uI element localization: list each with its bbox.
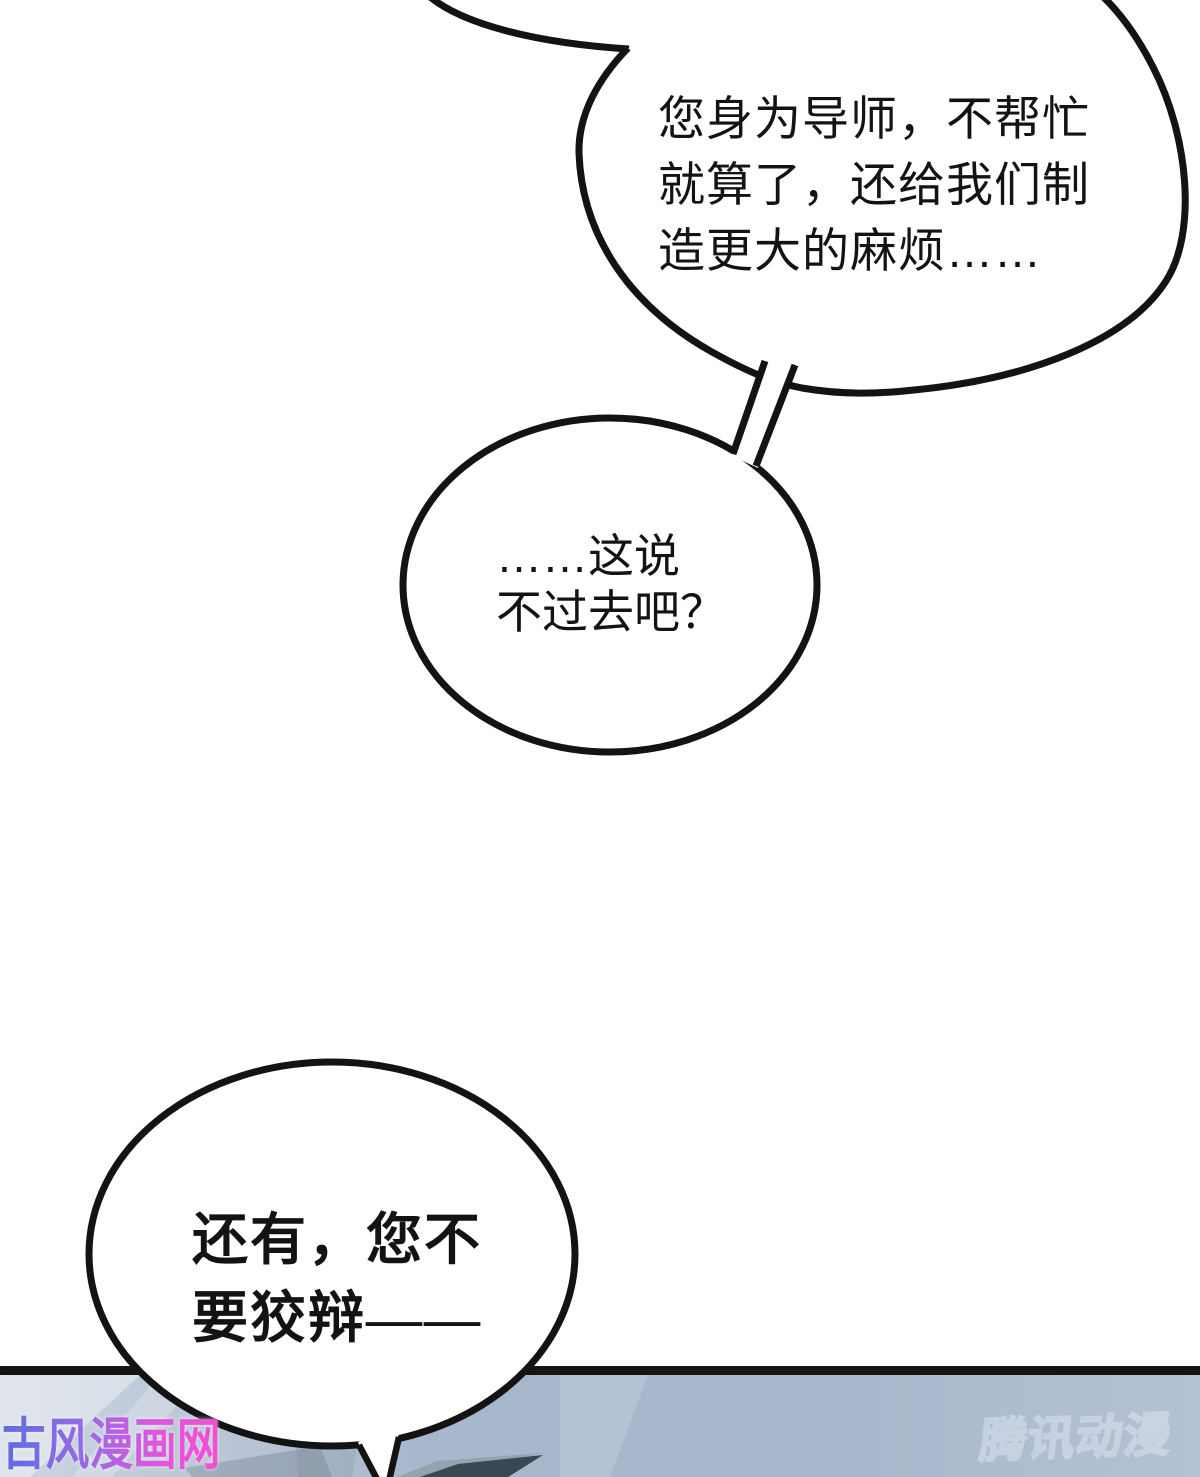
top-bubble-text: 您身为导师，不帮忙 就算了，还给我们制 造更大的麻烦…… — [658, 92, 1090, 277]
neck-right-line — [752, 363, 799, 468]
shadow-band — [296, 1441, 358, 1477]
bottom-speech-bubble — [85, 1058, 579, 1450]
shadow-band — [185, 1446, 332, 1477]
panel-border-line — [0, 1366, 1200, 1375]
tail-right-line — [386, 1436, 403, 1477]
speech-bubbles — [85, 0, 1189, 1477]
bubble-connector-neck — [732, 359, 798, 468]
light-streak — [0, 1375, 140, 1477]
middle-speech-bubble — [399, 414, 821, 756]
scene-panel — [0, 1366, 1200, 1477]
tencent-comics-watermark: 腾讯动漫 — [976, 1406, 1175, 1468]
middle-bubble-text: ……这说 不过去吧？ — [496, 530, 726, 638]
light-streak — [560, 1375, 648, 1477]
neck-left-line — [729, 359, 769, 456]
top-speech-bubble — [575, 0, 1189, 397]
bottom-bubble-text: 还有，您不 要狡辩—— — [192, 1210, 482, 1350]
blade-spike — [419, 1455, 543, 1477]
gufeng-manhua-watermark: 古风漫画网 — [2, 1400, 220, 1477]
tail-left-line — [356, 1443, 380, 1477]
corner-bubble-outline — [428, 0, 630, 53]
